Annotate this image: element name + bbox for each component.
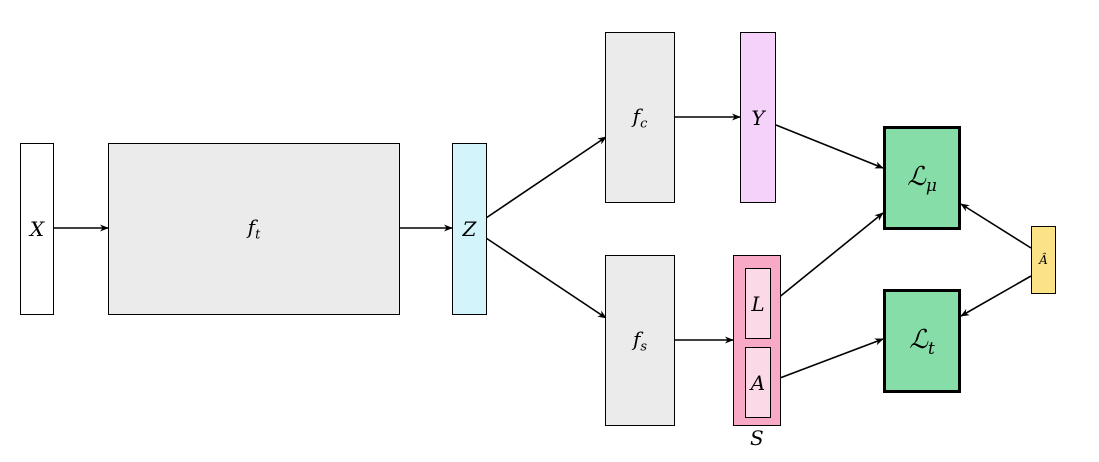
output-a-node: A	[745, 347, 771, 418]
encoder-ft-node: ft	[108, 143, 400, 315]
loss-t-label: ℒt	[909, 324, 935, 358]
loss-t-node: ℒt	[883, 289, 961, 393]
latent-z-node: Z	[452, 143, 487, 315]
s-caption: S	[750, 426, 764, 450]
head-fs-node: fs	[605, 255, 675, 426]
loss-mu-label: ℒμ	[907, 161, 937, 195]
a-hat-node: Â	[1031, 226, 1056, 294]
edge-l-lossmu	[771, 212, 884, 304]
edge-y-lossmu	[775, 124, 884, 169]
input-x-label: X	[29, 217, 45, 241]
output-l-label: L	[751, 291, 765, 316]
edge-a-losst	[771, 338, 884, 382]
output-y-label: Y	[751, 105, 765, 130]
loss-mu-node: ℒμ	[883, 126, 961, 230]
output-a-label: A	[750, 370, 766, 395]
a-hat-label: Â	[1039, 253, 1048, 267]
edge-z-fs	[485, 237, 607, 319]
latent-z-label: Z	[462, 217, 477, 241]
edge-ahat-lossmu	[960, 203, 1032, 249]
output-y-node: Y	[740, 32, 776, 203]
output-l-node: L	[745, 268, 771, 339]
input-x-node: X	[20, 143, 54, 315]
head-fc-label: fc	[632, 103, 648, 132]
edge-ahat-losst	[960, 275, 1032, 317]
head-fs-label: fs	[632, 326, 648, 355]
encoder-ft-label: ft	[247, 215, 261, 243]
head-fc-node: fc	[605, 32, 675, 203]
edge-z-fc	[485, 136, 607, 219]
